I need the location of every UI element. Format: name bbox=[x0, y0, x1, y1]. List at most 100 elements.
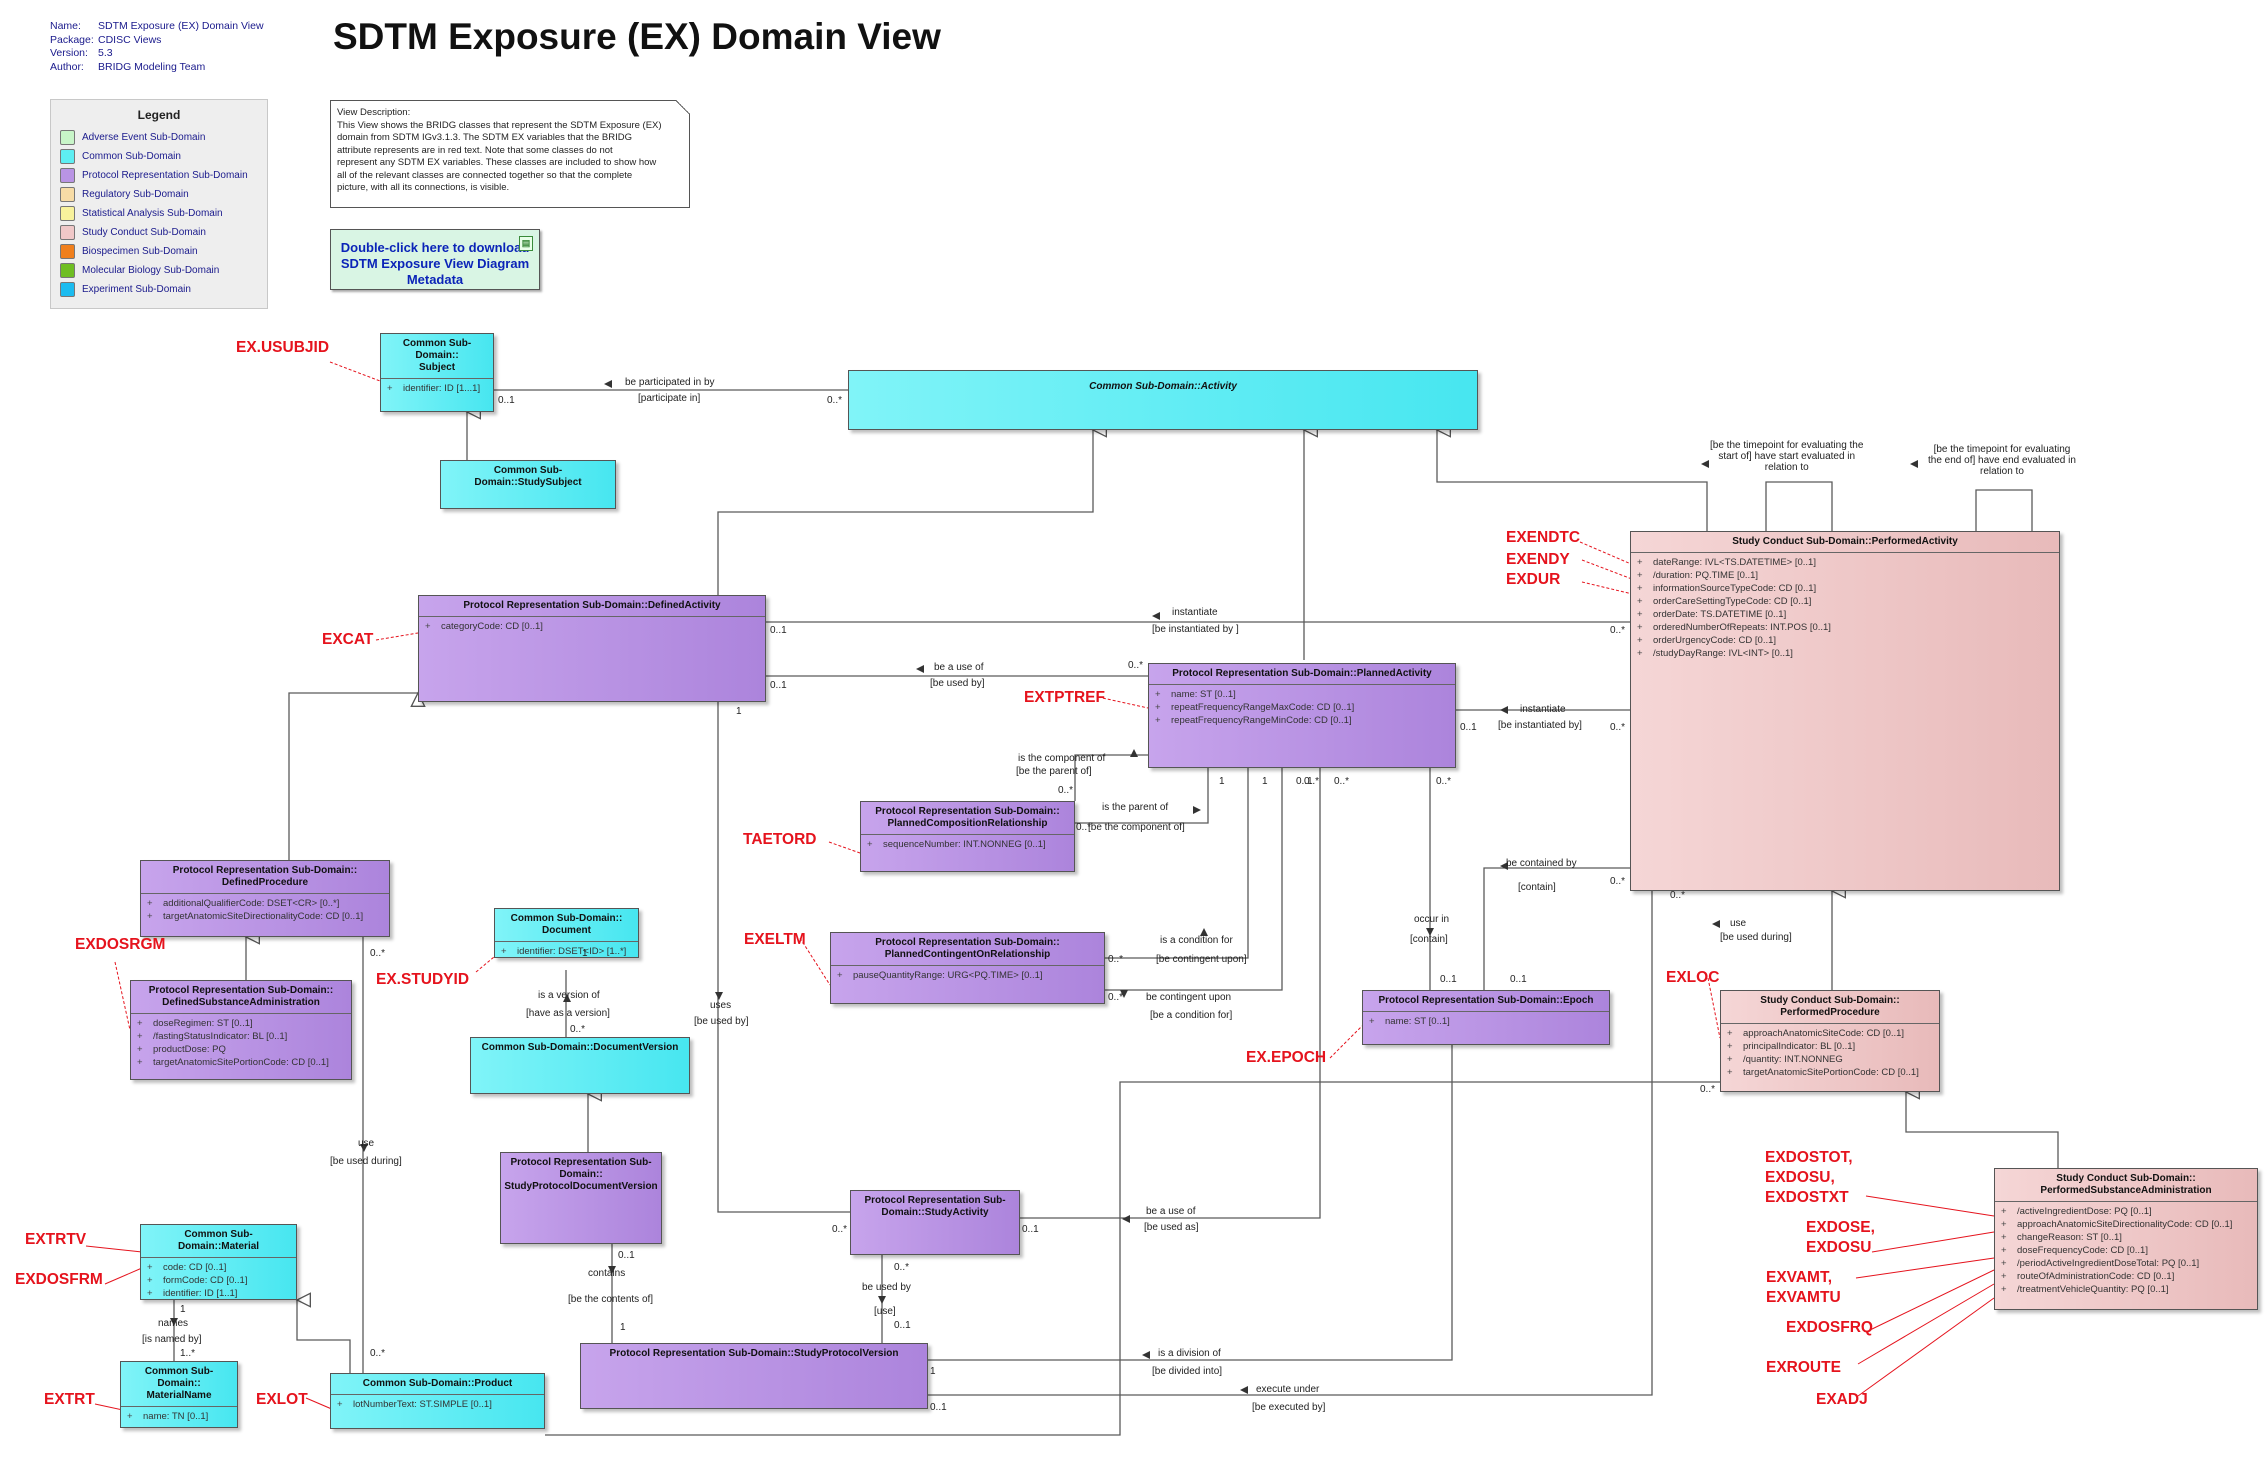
association-label: 0..1 bbox=[1296, 776, 1313, 787]
class-document[interactable]: Common Sub-Domain::Documentidentifier: D… bbox=[494, 908, 639, 958]
class-name-line: Protocol Representation Sub- bbox=[510, 1157, 652, 1168]
association-label: 0..1 bbox=[1510, 974, 1527, 985]
arrow-timepoint-end bbox=[1910, 460, 1918, 468]
class-attributes: additionalQualifierCode: DSET<CR> [0..*]… bbox=[141, 893, 389, 926]
edge-epoch-performed bbox=[1483, 867, 1630, 990]
association-label: [have as a version] bbox=[526, 1008, 610, 1019]
pointer-route bbox=[1857, 1283, 1995, 1365]
class-epoch[interactable]: Protocol Representation Sub-Domain::Epoc… bbox=[1362, 990, 1610, 1045]
class-planned-contingent[interactable]: Protocol Representation Sub-Domain::Plan… bbox=[830, 932, 1105, 1004]
sdtm-variable-label: EXLOT bbox=[256, 1391, 308, 1408]
class-activity[interactable]: Common Sub-Domain::Activity bbox=[848, 370, 1478, 430]
class-name: Protocol Representation Sub-Domain::Plan… bbox=[831, 933, 1104, 965]
association-label: 1..* bbox=[180, 1348, 196, 1359]
association-label: [be executed by] bbox=[1252, 1402, 1326, 1413]
class-attribute: pauseQuantityRange: URG<PQ.TIME> [0..1] bbox=[837, 969, 1098, 982]
class-defined-activity[interactable]: Protocol Representation Sub-Domain::Defi… bbox=[418, 595, 766, 702]
arrow-participated bbox=[604, 380, 612, 388]
edge-spv-performedactivity bbox=[928, 891, 1653, 1396]
association-label: execute under bbox=[1256, 1384, 1320, 1395]
legend-item: Molecular Biology Sub-Domain bbox=[51, 261, 267, 280]
class-product[interactable]: Common Sub-Domain::ProductlotNumberText:… bbox=[330, 1373, 545, 1429]
class-performed-procedure[interactable]: Study Conduct Sub-Domain::PerformedProce… bbox=[1720, 990, 1940, 1092]
sdtm-variable-label: EXTRTV bbox=[25, 1231, 87, 1248]
association-label: [be used by] bbox=[694, 1016, 749, 1027]
class-name: Common Sub-Domain::Document bbox=[495, 909, 638, 941]
association-label-line: [be the timepoint for evaluating bbox=[1933, 444, 2071, 455]
class-attributes: identifier: ID [1...1] bbox=[381, 378, 493, 398]
edge-composition-planned-1 bbox=[1074, 754, 1148, 801]
association-label: 0..* bbox=[1610, 722, 1626, 733]
note-line: attribute represents are in red text. No… bbox=[337, 144, 613, 156]
class-attribute: dateRange: IVL<TS.DATETIME> [0..1] bbox=[1637, 556, 2053, 569]
class-study-protocol-doc-version[interactable]: Protocol Representation Sub-Domain::Stud… bbox=[500, 1152, 662, 1244]
class-study-protocol-version[interactable]: Protocol Representation Sub-Domain::Stud… bbox=[580, 1343, 928, 1409]
arrow-names bbox=[170, 1318, 178, 1326]
pointer-exloc bbox=[1707, 977, 1721, 1039]
sdtm-variable-label: EXTRT bbox=[44, 1391, 95, 1408]
association-label: [be the component of] bbox=[1088, 822, 1185, 833]
class-study-subject[interactable]: Common Sub-Domain::StudySubject bbox=[440, 460, 616, 509]
legend-swatch bbox=[60, 130, 75, 145]
class-name-line: Common Sub-Domain::DocumentVersion bbox=[481, 1042, 679, 1053]
pointer-trtv bbox=[85, 1245, 143, 1253]
class-attributes: code: CD [0..1]formCode: CD [0..1]identi… bbox=[141, 1257, 296, 1303]
class-material[interactable]: Common Sub-Domain::Materialcode: CD [0..… bbox=[140, 1224, 297, 1300]
class-name-line: Protocol Representation Sub-Domain::Plan… bbox=[1172, 668, 1432, 679]
pointer-exdur bbox=[1581, 581, 1646, 598]
class-performed-substance-admin[interactable]: Study Conduct Sub-Domain::PerformedSubst… bbox=[1994, 1168, 2258, 1310]
class-study-activity[interactable]: Protocol Representation Sub-Domain::Stud… bbox=[850, 1190, 1020, 1255]
class-defined-procedure[interactable]: Protocol Representation Sub-Domain::Defi… bbox=[140, 860, 390, 937]
class-attribute: orderedNumberOfRepeats: INT.POS [0..1] bbox=[1637, 621, 2053, 634]
class-name-line: Protocol Representation Sub-Domain:: bbox=[875, 806, 1060, 817]
download-metadata-button[interactable]: ▤ Double-click here to download SDTM Exp… bbox=[330, 229, 540, 290]
edge-definedactivity-activity bbox=[717, 430, 1093, 595]
association-label-line: relation to bbox=[1764, 462, 1809, 473]
class-planned-composition[interactable]: Protocol Representation Sub-Domain::Plan… bbox=[860, 801, 1075, 872]
class-name: Study Conduct Sub-Domain::PerformedSubst… bbox=[1995, 1169, 2257, 1201]
class-attribute: code: CD [0..1] bbox=[147, 1261, 290, 1274]
legend-label: Experiment Sub-Domain bbox=[82, 284, 191, 295]
association-label: be contained by bbox=[1506, 858, 1577, 869]
class-attribute: identifier: ID [1..1] bbox=[147, 1287, 290, 1300]
page-title: SDTM Exposure (EX) Domain View bbox=[333, 16, 941, 57]
legend-label: Protocol Representation Sub-Domain bbox=[82, 170, 248, 181]
class-document-version[interactable]: Common Sub-Domain::DocumentVersion bbox=[470, 1037, 690, 1094]
sdtm-variable-label: EXROUTE bbox=[1766, 1359, 1841, 1376]
meta-name: SDTM Exposure (EX) Domain View bbox=[98, 20, 264, 32]
association-label: [is named by] bbox=[142, 1334, 202, 1345]
edge-definedprocedure-definedactivity bbox=[288, 693, 418, 860]
class-name: Common Sub-Domain::Material bbox=[141, 1225, 296, 1257]
class-subject[interactable]: Common Sub-Domain::Subjectidentifier: ID… bbox=[380, 333, 494, 412]
legend-item: Biospecimen Sub-Domain bbox=[51, 242, 267, 261]
class-name-line: Common Sub-Domain:: bbox=[510, 913, 623, 924]
class-material-name[interactable]: Common Sub-Domain::MaterialNamename: TN … bbox=[120, 1361, 238, 1428]
pointer-exeltm bbox=[799, 937, 831, 986]
class-attribute: sequenceNumber: INT.NONNEG [0..1] bbox=[867, 838, 1068, 851]
association-label: [be used during] bbox=[1720, 932, 1792, 943]
class-attribute: routeOfAdministrationCode: CD [0..1] bbox=[2001, 1270, 2251, 1283]
association-label: 0..1 bbox=[894, 1320, 911, 1331]
association-label: occur in bbox=[1414, 914, 1450, 925]
class-attribute: productDose: PQ bbox=[137, 1043, 345, 1056]
meta-package: CDISC Views bbox=[98, 33, 162, 46]
class-name-line: PlannedContingentOnRelationship bbox=[884, 949, 1051, 960]
association-label: names bbox=[158, 1318, 189, 1329]
association-label: 0..1 bbox=[1440, 974, 1457, 985]
class-attribute: doseRegimen: ST [0..1] bbox=[137, 1017, 345, 1030]
class-name: Study Conduct Sub-Domain::PerformedActiv… bbox=[1631, 532, 2059, 552]
class-performed-activity[interactable]: Study Conduct Sub-Domain::PerformedActiv… bbox=[1630, 531, 2060, 891]
class-planned-activity[interactable]: Protocol Representation Sub-Domain::Plan… bbox=[1148, 663, 1456, 768]
pointer-taetord bbox=[828, 841, 861, 854]
arrow-contained-by bbox=[1500, 862, 1508, 870]
class-attribute: principalIndicator: BL [0..1] bbox=[1727, 1040, 1933, 1053]
class-name-line: DefinedProcedure bbox=[221, 877, 309, 888]
sdtm-variable-label: EXLOC bbox=[1666, 969, 1720, 986]
association-label: use bbox=[1730, 918, 1747, 929]
arrow-use-of bbox=[916, 665, 924, 673]
legend-swatch bbox=[60, 187, 75, 202]
legend-swatch bbox=[60, 206, 75, 221]
class-defined-substance-admin[interactable]: Protocol Representation Sub-Domain::Defi… bbox=[130, 980, 352, 1080]
